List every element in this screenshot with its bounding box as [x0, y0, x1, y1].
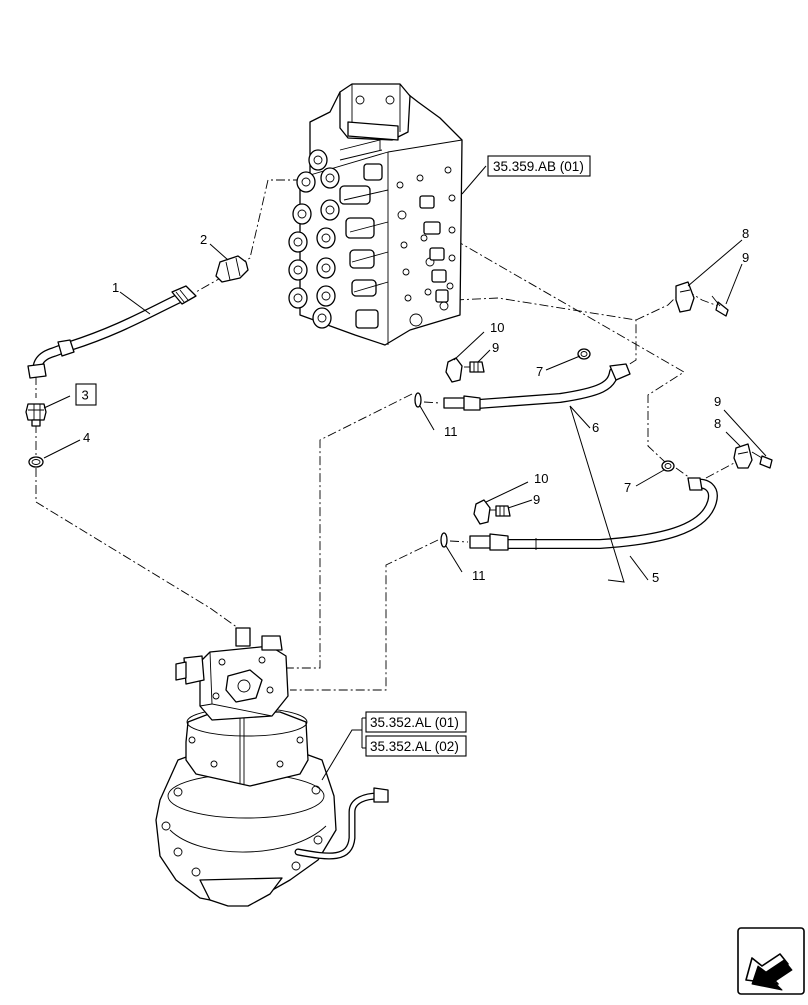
- reference-swing-motor-2[interactable]: 35.352.AL (02): [365, 735, 467, 757]
- reference-control-valve[interactable]: 35.359.AB (01): [487, 155, 591, 177]
- callout-11-lower: 11: [472, 568, 486, 583]
- o-ring-11-upper: [414, 392, 422, 408]
- callout-11-upper: 11: [444, 424, 458, 439]
- callout-6: 6: [592, 420, 599, 435]
- bolt-9-hose6: [469, 361, 485, 373]
- callout-9-lower: 9: [714, 394, 721, 409]
- arrow-icon[interactable]: [737, 927, 805, 995]
- hose-6: [443, 363, 631, 411]
- callout-2: 2: [200, 232, 207, 247]
- control-valve-block: [288, 83, 463, 346]
- callout-10-lower: 10: [534, 471, 548, 486]
- clamp-half-10-upper: [445, 357, 463, 383]
- callout-8-upper: 8: [742, 226, 749, 241]
- callout-7-lower: 7: [624, 480, 631, 495]
- callout-9-hose6: 9: [492, 340, 499, 355]
- o-ring-4: [28, 456, 44, 468]
- callout-1: 1: [112, 280, 119, 295]
- callout-3: 3: [82, 388, 89, 403]
- reference-swing-motor-1[interactable]: 35.352.AL (01): [365, 711, 467, 733]
- clamp-half-10-lower: [473, 499, 491, 525]
- clamp-8-upper: [675, 281, 695, 313]
- callout-9-upper: 9: [742, 250, 749, 265]
- reference-label-35-352-al-02: 35.352.AL (02): [370, 739, 459, 754]
- hose-5: [469, 477, 718, 551]
- callout-3-box[interactable]: 3: [75, 383, 97, 406]
- o-ring-7-upper: [577, 348, 591, 360]
- connection-lines: [35, 179, 749, 691]
- callout-9-hose5: 9: [533, 492, 540, 507]
- reference-label-35-359-ab: 35.359.AB (01): [493, 159, 584, 174]
- callout-4: 4: [83, 430, 90, 445]
- o-ring-11-lower: [440, 532, 448, 548]
- callout-8-lower: 8: [714, 416, 721, 431]
- bolt-9-upper-right: [711, 295, 729, 317]
- o-ring-7-lower: [661, 460, 675, 472]
- fitting-3: [25, 403, 47, 427]
- bolt-9-lower-right: [751, 451, 773, 469]
- swing-motor-assembly: [155, 627, 389, 907]
- callout-7-upper: 7: [536, 364, 543, 379]
- bolt-9-hose5: [495, 505, 511, 517]
- clamp-8-lower: [733, 443, 753, 469]
- callout-numbers: 1 2 4 5 6 7 7 8 8 9 9 9 9 10 10 11 11: [83, 226, 749, 585]
- callout-5: 5: [652, 570, 659, 585]
- reference-label-35-352-al-01: 35.352.AL (01): [370, 715, 459, 730]
- callout-10-upper: 10: [490, 320, 504, 335]
- leader-lines: [43, 165, 767, 781]
- adapter-fitting-2: [215, 255, 249, 283]
- hose-1: [27, 285, 197, 379]
